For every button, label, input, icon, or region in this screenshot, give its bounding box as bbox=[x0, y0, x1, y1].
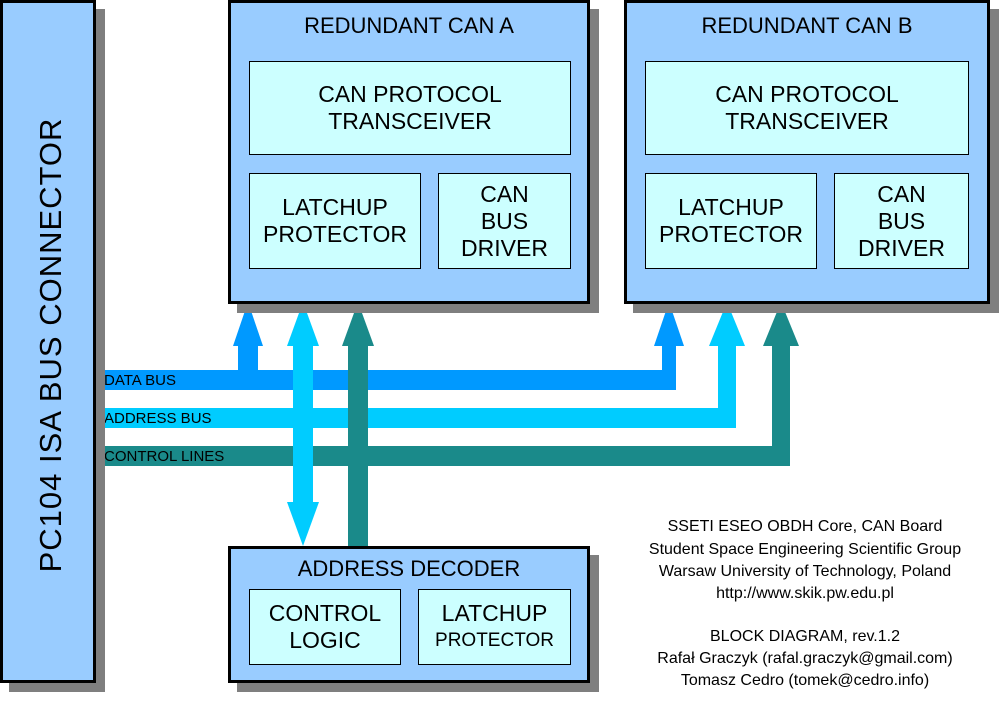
credit-author-1: Rafał Graczyk (rafal.graczyk@gmail.com) bbox=[657, 650, 953, 667]
can-b-latchup-line-1: LATCHUP bbox=[678, 194, 784, 220]
can-a-title: REDUNDANT CAN A bbox=[304, 13, 514, 38]
address-bus-arrowhead-b bbox=[709, 302, 745, 346]
data-bus-line bbox=[96, 346, 676, 390]
data-bus-arrowhead-a bbox=[233, 302, 263, 346]
address-bus-line bbox=[96, 346, 736, 428]
can-b-driver-line-3: DRIVER bbox=[858, 234, 945, 261]
can-b-transceiver-line-2: TRANSCEIVER bbox=[725, 108, 889, 134]
control-lines-arrowhead-b bbox=[763, 302, 799, 346]
credit-project: SSETI ESEO OBDH Core, CAN Board bbox=[667, 518, 943, 535]
data-bus-arrowhead-b bbox=[654, 302, 684, 346]
control-lines-vertical-stem bbox=[348, 344, 368, 550]
redundant-can-b-block: REDUNDANT CAN B CAN PROTOCOL TRANSCEIVER… bbox=[624, 0, 990, 304]
can-a-driver-line-1: CAN bbox=[480, 180, 529, 207]
control-lines-label: CONTROL LINES bbox=[104, 448, 225, 465]
control-lines-line bbox=[96, 346, 790, 466]
credit-group: Student Space Engineering Scientific Gro… bbox=[648, 541, 962, 558]
can-a-driver-line-3: DRIVER bbox=[461, 234, 548, 261]
control-logic-line-1: CONTROL bbox=[268, 600, 382, 626]
control-logic-line-2: LOGIC bbox=[289, 627, 361, 653]
can-a-driver-line-2: BUS bbox=[480, 207, 529, 234]
credit-url: http://www.skik.pw.edu.pl bbox=[716, 585, 894, 602]
pc104-isa-bus-connector: PC104 ISA BUS CONNECTOR bbox=[0, 0, 96, 683]
can-a-protocol-transceiver: CAN PROTOCOL TRANSCEIVER bbox=[249, 61, 571, 155]
data-bus-label: DATA BUS bbox=[104, 372, 176, 389]
address-decoder-block: ADDRESS DECODER CONTROL LOGIC LATCHUP PR… bbox=[228, 546, 590, 683]
can-b-latchup-protector: LATCHUP PROTECTOR bbox=[645, 173, 817, 269]
decoder-latchup-line-1: LATCHUP bbox=[441, 600, 548, 626]
control-lines-arrowhead-a bbox=[342, 302, 374, 346]
can-a-latchup-line-1: LATCHUP bbox=[282, 194, 388, 220]
decoder-latchup-protector: LATCHUP PROTECTOR bbox=[418, 589, 571, 665]
decoder-control-logic: CONTROL LOGIC bbox=[249, 589, 401, 665]
data-bus-stem-a bbox=[238, 344, 258, 372]
can-b-driver-line-1: CAN bbox=[877, 180, 926, 207]
can-b-protocol-transceiver: CAN PROTOCOL TRANSCEIVER bbox=[645, 61, 969, 155]
control-lines bbox=[96, 302, 799, 550]
can-a-latchup-line-2: PROTECTOR bbox=[263, 221, 407, 247]
address-bus-arrowhead-a bbox=[287, 302, 319, 346]
data-bus bbox=[96, 302, 684, 390]
address-bus-arrowhead-decoder bbox=[287, 502, 319, 546]
decoder-title: ADDRESS DECODER bbox=[297, 556, 521, 581]
address-bus-stem-overlay bbox=[293, 440, 313, 504]
can-b-bus-driver: CAN BUS DRIVER bbox=[834, 173, 969, 269]
can-a-transceiver-line-1: CAN PROTOCOL bbox=[318, 81, 502, 107]
credit-revision: BLOCK DIAGRAM, rev.1.2 bbox=[710, 628, 900, 645]
credit-author-2: Tomasz Cedro (tomek@cedro.info) bbox=[680, 672, 930, 689]
can-b-driver-line-2: BUS bbox=[877, 207, 926, 234]
can-b-title: REDUNDANT CAN B bbox=[701, 13, 913, 38]
address-bus-label: ADDRESS BUS bbox=[104, 410, 212, 427]
can-b-latchup-line-2: PROTECTOR bbox=[659, 221, 803, 247]
can-a-bus-driver: CAN BUS DRIVER bbox=[438, 173, 571, 269]
can-a-latchup-protector: LATCHUP PROTECTOR bbox=[249, 173, 421, 269]
can-b-transceiver-line-1: CAN PROTOCOL bbox=[715, 81, 899, 107]
connector-label: PC104 ISA BUS CONNECTOR bbox=[33, 117, 68, 573]
decoder-latchup-line-2: PROTECTOR bbox=[435, 630, 554, 651]
credit-university: Warsaw University of Technology, Poland bbox=[658, 563, 952, 580]
can-a-transceiver-line-2: TRANSCEIVER bbox=[328, 108, 492, 134]
redundant-can-a-block: REDUNDANT CAN A CAN PROTOCOL TRANSCEIVER… bbox=[228, 0, 590, 304]
